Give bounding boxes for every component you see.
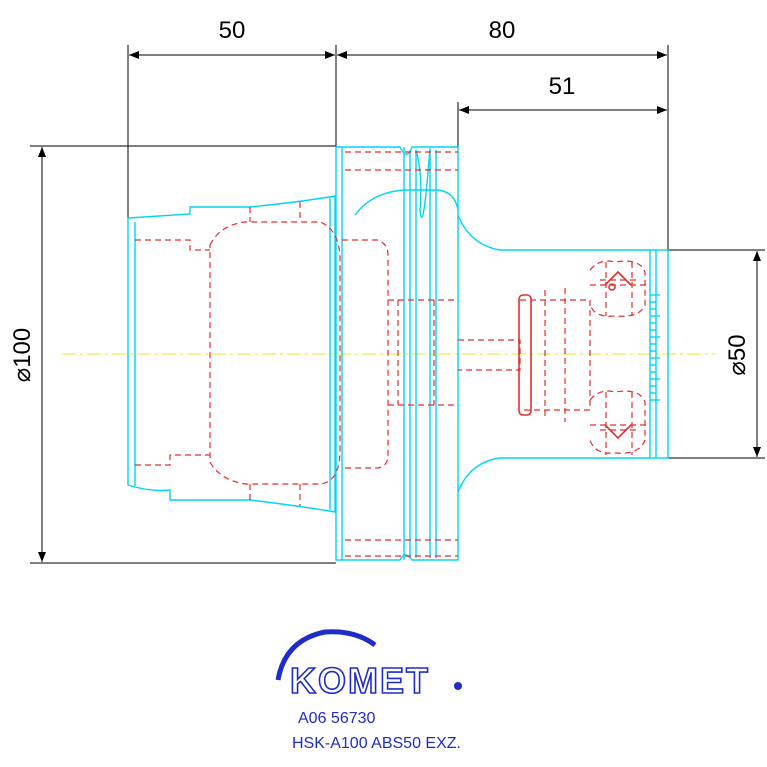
scale-ticks bbox=[650, 294, 660, 401]
part-number: A06 56730 bbox=[298, 710, 376, 727]
dimension-80: 80 bbox=[489, 17, 516, 44]
komet-logo: KOMET bbox=[275, 629, 462, 702]
dimension-diameter-50: ⌀50 bbox=[724, 334, 751, 375]
logo-brand-text: KOMET bbox=[290, 660, 430, 701]
hidden-lines bbox=[135, 151, 650, 557]
logo-arc bbox=[275, 629, 377, 681]
dimension-diameter-100: ⌀100 bbox=[9, 328, 36, 383]
dimension-lines bbox=[30, 45, 765, 564]
dimension-51: 51 bbox=[549, 73, 576, 100]
dimension-50: 50 bbox=[219, 17, 246, 44]
tool-outline bbox=[127, 146, 669, 561]
logo-dot-icon bbox=[454, 682, 462, 690]
part-description: HSK-A100 ABS50 EXZ. bbox=[292, 735, 461, 752]
